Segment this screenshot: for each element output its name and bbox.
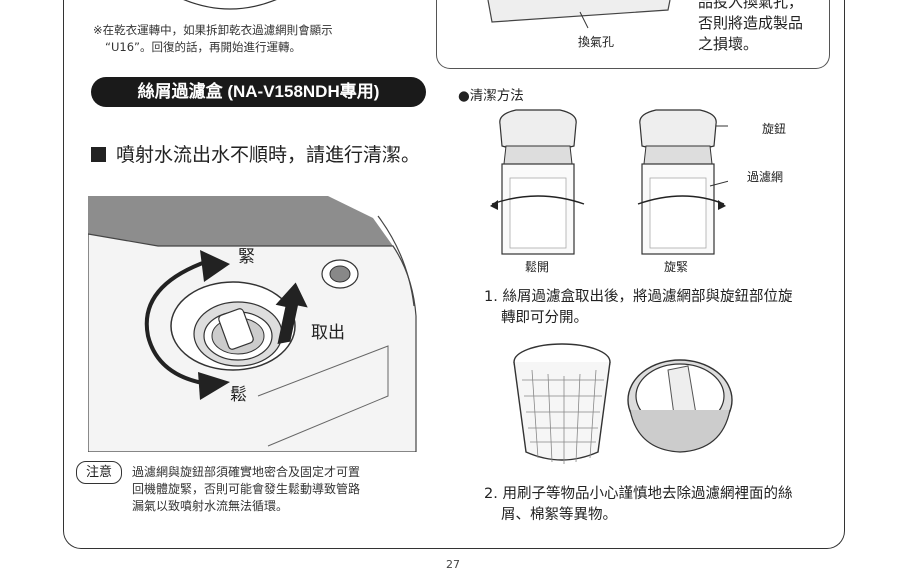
separated-parts-illustration xyxy=(508,340,744,468)
filter-right xyxy=(638,110,728,254)
label-tighten: 緊 xyxy=(238,242,255,267)
cleaning-title-text: 清潔方法 xyxy=(470,88,524,104)
top-right-line-3: 之損壞。 xyxy=(698,34,803,55)
top-note-line-1: ※在乾衣運轉中，如果拆卸乾衣過濾網則會顯示 xyxy=(93,22,333,39)
top-note: ※在乾衣運轉中，如果拆卸乾衣過濾網則會顯示 “U16”。回復的話，再開始進行運轉… xyxy=(93,22,333,56)
bullet-dot-icon: ● xyxy=(458,88,470,104)
top-right-line-1: 品投入換氣孔， xyxy=(698,0,803,13)
heading-text: 噴射水流出水不順時，請進行清潔。 xyxy=(116,144,420,166)
note-line-1: 過濾網與旋鈕部須確實地密合及固定才可置 xyxy=(132,464,360,481)
top-note-line-2: “U16”。回復的話，再開始進行運轉。 xyxy=(93,39,333,56)
top-right-line-2: 否則將造成製品 xyxy=(698,13,803,34)
step-2-line-1: 2. 用刷子等物品小心謹慎地去除過濾網裡面的絲 xyxy=(484,484,792,505)
filter-illustrations xyxy=(488,106,728,266)
note-text: 過濾網與旋鈕部須確實地密合及固定才可置 回機體旋緊，否則可能會發生鬆動導致管路 … xyxy=(132,464,360,515)
note-line-2: 回機體旋緊，否則可能會發生鬆動導致管路 xyxy=(132,481,360,498)
label-remove: 取出 xyxy=(311,318,345,343)
knob-part xyxy=(628,360,732,452)
top-right-text: 品投入換氣孔， 否則將造成製品 之損壞。 xyxy=(698,0,803,55)
filter-left xyxy=(490,110,584,254)
machine-illustration xyxy=(88,196,418,452)
step-2: 2. 用刷子等物品小心謹慎地去除過濾網裡面的絲 屑、棉絮等異物。 xyxy=(484,484,792,526)
vent-image-fragment xyxy=(480,0,680,30)
step-1-line-2: 轉即可分開。 xyxy=(484,308,792,329)
top-left-image-fragment xyxy=(180,0,290,10)
note-line-3: 漏氣以致噴射水流無法循環。 xyxy=(132,498,360,515)
square-bullet-icon xyxy=(91,147,106,162)
label-filter-loosen: 鬆開 xyxy=(525,258,549,275)
section-title: 絲屑過濾盒 (NA-V158NDH專用) xyxy=(91,77,426,107)
vent-label: 換氣孔 xyxy=(578,33,614,50)
label-mesh: 過濾網 xyxy=(747,168,783,185)
label-loosen: 鬆 xyxy=(230,380,247,405)
cleaning-method-title: ●清潔方法 xyxy=(458,84,524,104)
step-2-line-2: 屑、棉絮等異物。 xyxy=(484,505,792,526)
step-1: 1. 絲屑過濾盒取出後，將過濾網部與旋鈕部位旋 轉即可分開。 xyxy=(484,287,792,329)
label-filter-tighten: 旋緊 xyxy=(664,258,688,275)
mesh-basket xyxy=(514,344,610,464)
label-knob: 旋鈕 xyxy=(762,120,786,137)
note-tag: 注意 xyxy=(76,461,122,484)
step-1-line-1: 1. 絲屑過濾盒取出後，將過濾網部與旋鈕部位旋 xyxy=(484,287,792,308)
cleaning-heading: 噴射水流出水不順時，請進行清潔。 xyxy=(91,140,420,167)
